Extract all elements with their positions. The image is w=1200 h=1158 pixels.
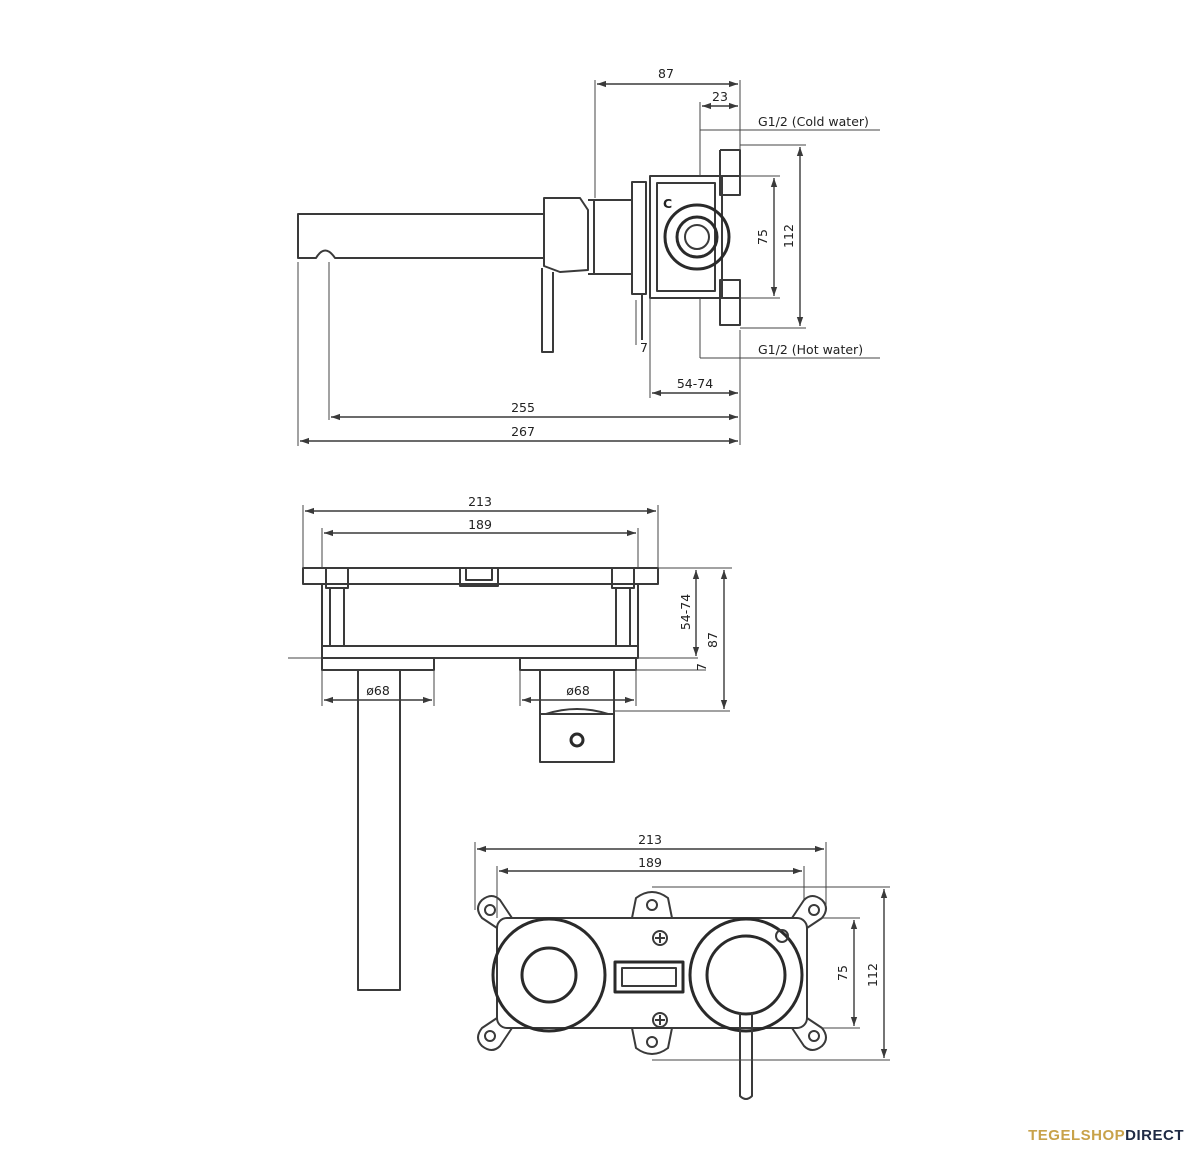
front-rosette-right: [688, 917, 804, 1033]
valve-box-inner: [656, 182, 716, 292]
brand-part-2: DIRECT: [1125, 1127, 1184, 1144]
ear-bottom-right: [791, 1017, 827, 1051]
dim-75-side: 75: [755, 229, 770, 245]
cold-marker: C: [663, 196, 672, 211]
dim-267: 267: [511, 424, 535, 439]
front-spout-outlet: [520, 946, 578, 1004]
dim-87-top: 87: [705, 632, 720, 648]
dim-255: 255: [511, 400, 535, 415]
top-flange: [302, 567, 659, 585]
dim-112-side: 112: [781, 224, 796, 248]
ear-bottom-center: [631, 1027, 673, 1055]
lever-handle: [541, 268, 554, 353]
screw-top: [652, 930, 668, 946]
top-view: 213 189 54-74 87 7 ø68 ø68: [288, 494, 732, 991]
lever-body: [543, 197, 589, 273]
cartridge-core: [684, 224, 710, 250]
dim-rosette-left: ø68: [366, 683, 390, 698]
front-view: 213 189 112 75: [474, 832, 890, 1100]
dim-213-top: 213: [468, 494, 492, 509]
rosette-left: [321, 657, 435, 671]
dim-7-side: 7: [640, 340, 648, 355]
front-lever-cap: [705, 934, 787, 1016]
hot-inlet-pipe: [700, 279, 741, 299]
dim-75-front: 75: [835, 965, 850, 981]
dim-54-74-top: 54-74: [678, 594, 693, 630]
front-connector: [613, 960, 685, 994]
side-view: C 87 23 G1/2 (Cold water) 112 75 G1/2 (H…: [297, 66, 880, 446]
cold-inlet-pipe: [700, 175, 741, 196]
ear-top-right: [791, 895, 827, 929]
body-neck: [588, 199, 633, 275]
dim-213-front: 213: [638, 832, 662, 847]
cold-inlet-label: G1/2 (Cold water): [758, 114, 869, 129]
rosette-right: [519, 657, 637, 671]
top-ear-right: [611, 567, 635, 589]
top-box: [321, 583, 639, 647]
top-spout: [357, 669, 401, 991]
top-lever-screw: [569, 732, 585, 748]
dim-189-front: 189: [638, 855, 662, 870]
dim-87-side: 87: [658, 66, 674, 81]
valve-box: [649, 175, 723, 299]
top-center-clip: [459, 568, 499, 587]
top-ear-left: [325, 567, 349, 589]
dim-54-74-side: 54-74: [677, 376, 713, 391]
spout: [297, 213, 545, 259]
dim-7-top: 7: [694, 663, 709, 671]
dim-112-front: 112: [865, 963, 880, 987]
brand-logo: TEGELSHOPDIRECT: [1028, 1127, 1184, 1144]
screw-right: [775, 929, 789, 943]
cartridge-ring-outer: [663, 203, 731, 271]
front-lever: [739, 1012, 753, 1100]
top-lever-curve: [545, 708, 609, 715]
cartridge-ring-inner: [675, 215, 719, 259]
top-lever-handle: [539, 713, 615, 763]
top-plate: [321, 645, 639, 659]
front-rosette-left: [491, 917, 607, 1033]
ear-bottom-left: [477, 1017, 513, 1051]
brand-part-1: TEGELSHOP: [1028, 1127, 1126, 1144]
front-plate: [496, 917, 808, 1029]
screw-bottom: [652, 1012, 668, 1028]
dim-189-top: 189: [468, 517, 492, 532]
wall-plate: [631, 181, 647, 295]
ear-top-center: [631, 891, 673, 919]
dim-23: 23: [712, 89, 728, 104]
hot-inlet-label: G1/2 (Hot water): [758, 342, 863, 357]
dim-rosette-right: ø68: [566, 683, 590, 698]
